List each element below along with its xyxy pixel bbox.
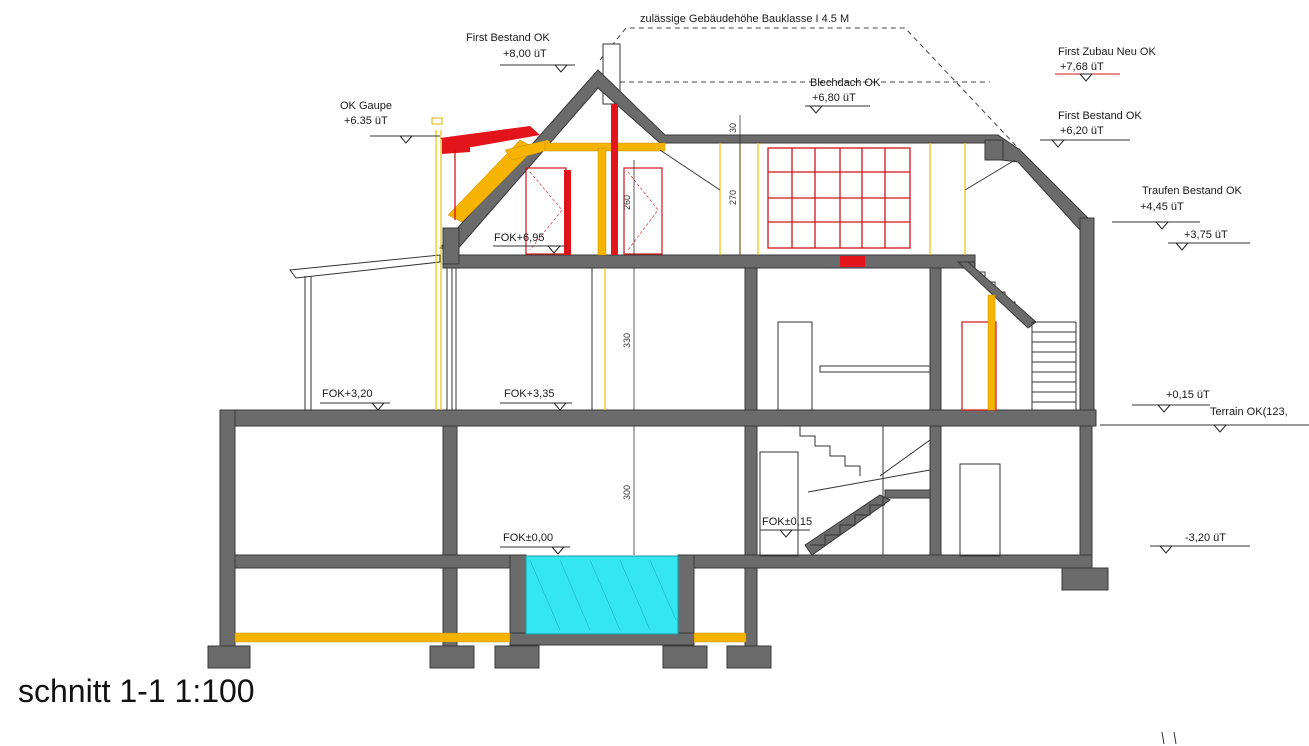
upper-left-glazing: [435, 130, 457, 410]
attic-yellow-frames: [659, 143, 1016, 255]
footing-5: [726, 645, 772, 669]
fok-695-marker: [493, 245, 565, 254]
label-fok-320: FOK+3,20: [322, 388, 372, 400]
dim-30: 30: [728, 123, 738, 133]
upper-wall-2: [929, 267, 942, 411]
level-015: [1132, 404, 1210, 413]
basement-wall-1: [442, 425, 458, 649]
footing-4: [662, 645, 708, 669]
label-first-zubau: First Zubau Neu OK: [1058, 46, 1156, 58]
label-fok-335: FOK+3,35: [504, 388, 554, 400]
level-first-zubau: [1055, 73, 1120, 82]
value-traufen: +4,45 üT: [1140, 201, 1184, 213]
ground-floor-slab: [219, 409, 1097, 427]
basement-door-2: [959, 463, 1001, 557]
label-first-bestand-right: First Bestand OK: [1058, 110, 1142, 122]
fok-320-marker: [320, 402, 390, 411]
fok-015-marker: [760, 529, 810, 538]
attic-knee-wall: [442, 227, 460, 265]
label-first-bestand-top: First Bestand OK: [466, 32, 550, 44]
value-375: +3,75 üT: [1184, 229, 1228, 241]
level-minus320: [1150, 545, 1250, 554]
drawing-title: schnitt 1-1 1:100: [18, 673, 255, 709]
basement-right-wall: [1079, 425, 1093, 559]
upper-right-door: [961, 321, 997, 411]
attic-new-post: [597, 147, 607, 256]
basement-wall-2: [744, 425, 758, 647]
upper-door: [777, 321, 813, 411]
pool-wall-left: [509, 554, 527, 638]
attic-window: [767, 147, 911, 249]
value-ok-gaupe: +6.35 üT: [344, 115, 388, 127]
value-015: +0,15 üT: [1166, 389, 1210, 401]
footing-1: [207, 645, 251, 669]
upper-right-new-post: [987, 294, 996, 411]
dimension-lines: [633, 115, 741, 555]
value-first-bestand-right: +6,20 üT: [1060, 125, 1104, 137]
basement-wall-3: [929, 425, 942, 559]
value-first-zubau: +7,68 üT: [1060, 61, 1104, 73]
pool-wall-right: [677, 554, 695, 638]
basement-door-1: [759, 451, 799, 557]
level-ok-gaupe: [370, 135, 440, 144]
pool-water: [525, 555, 679, 635]
footing-3: [494, 645, 540, 669]
value-blechdach: +6,80 üT: [812, 92, 856, 104]
upper-counter: [819, 365, 931, 373]
upper-stair-treads: [1031, 321, 1077, 410]
attic-door-2: [623, 167, 663, 255]
dormer-header: [442, 138, 470, 154]
basement-mid-slab-left: [234, 554, 526, 569]
level-terrain: [1100, 424, 1309, 433]
dim-270: 270: [728, 190, 738, 205]
label-terrain: Terrain OK(123,: [1210, 406, 1288, 418]
right-exterior-wall-upper: [1079, 217, 1095, 414]
dim-300: 300: [622, 485, 632, 500]
corner-mark: [1161, 731, 1165, 745]
basement-stair: [785, 425, 861, 476]
label-height-limit: zulässige Gebäudehöhe Bauklasse I 4.5 M: [640, 13, 849, 25]
level-first-bestand-top: [500, 64, 575, 73]
attic-door-1: [525, 167, 567, 255]
level-traufen: [1112, 221, 1200, 230]
footing-6: [1061, 567, 1109, 591]
gaupe-cap: [431, 117, 443, 125]
basement-landing: [884, 489, 931, 499]
basement-mid-slab-right: [677, 554, 1093, 569]
upper-stair-stringer: [956, 261, 1037, 329]
dim-260: 260: [622, 195, 632, 210]
dim-330: 330: [622, 333, 632, 348]
level-first-bestand-right: [1040, 139, 1130, 148]
porch-canopy: [289, 254, 441, 279]
level-375: [1168, 242, 1250, 251]
fok-000-marker: [500, 546, 570, 555]
pool-hatch: [529, 559, 677, 631]
new-floor-insulation-right: [693, 632, 747, 643]
basement-left-wall: [219, 409, 236, 651]
label-blechdach: Blechdach OK: [810, 77, 881, 89]
value-first-bestand-top: +8,00 üT: [503, 48, 547, 60]
height-limit-line: [599, 27, 1021, 151]
level-blechdach: [805, 105, 870, 114]
roof-eave-block: [984, 139, 1004, 161]
label-fok-695: FOK+6,95: [494, 232, 544, 244]
new-floor-insulation-left: [234, 632, 511, 643]
fok-335-marker: [500, 402, 572, 411]
value-minus320: -3,20 üT: [1185, 532, 1226, 544]
label-fok-015: FOK±0,15: [762, 516, 812, 528]
label-ok-gaupe: OK Gaupe: [340, 100, 392, 112]
label-traufen: Traufen Bestand OK: [1142, 185, 1243, 197]
label-fok-000: FOK±0,00: [503, 532, 553, 544]
footing-2: [429, 645, 475, 669]
upper-wall-1: [744, 267, 758, 411]
attic-red-post: [564, 170, 571, 255]
pool-floor: [509, 632, 695, 646]
attic-floor-slab: [442, 254, 976, 269]
chimney-flue: [611, 104, 618, 255]
main-roof: [439, 69, 1091, 253]
demolished-beam: [840, 256, 865, 267]
